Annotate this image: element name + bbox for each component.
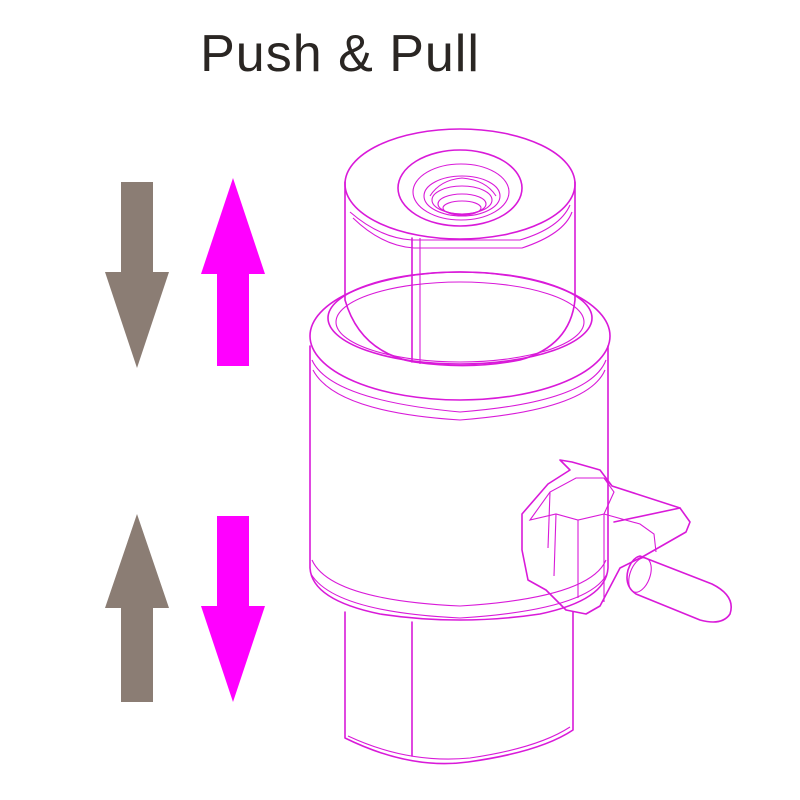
top-collar (327, 271, 593, 365)
cable-gland (521, 459, 732, 623)
arrow-down-magenta-bottom (201, 516, 265, 702)
top-hex-head (344, 128, 576, 367)
arrow-up-magenta-top (201, 178, 265, 366)
bottom-hex-stud (344, 611, 574, 765)
arrow-down-grey-top (105, 182, 169, 368)
main-cylinder-body (309, 271, 611, 621)
load-cell-sensor (309, 128, 732, 765)
top-arrow-pair (105, 178, 265, 368)
threaded-hole (397, 149, 523, 227)
arrow-up-grey-bottom (105, 514, 169, 702)
diagram-title: Push & Pull (200, 25, 480, 83)
bottom-arrow-pair (105, 514, 265, 702)
